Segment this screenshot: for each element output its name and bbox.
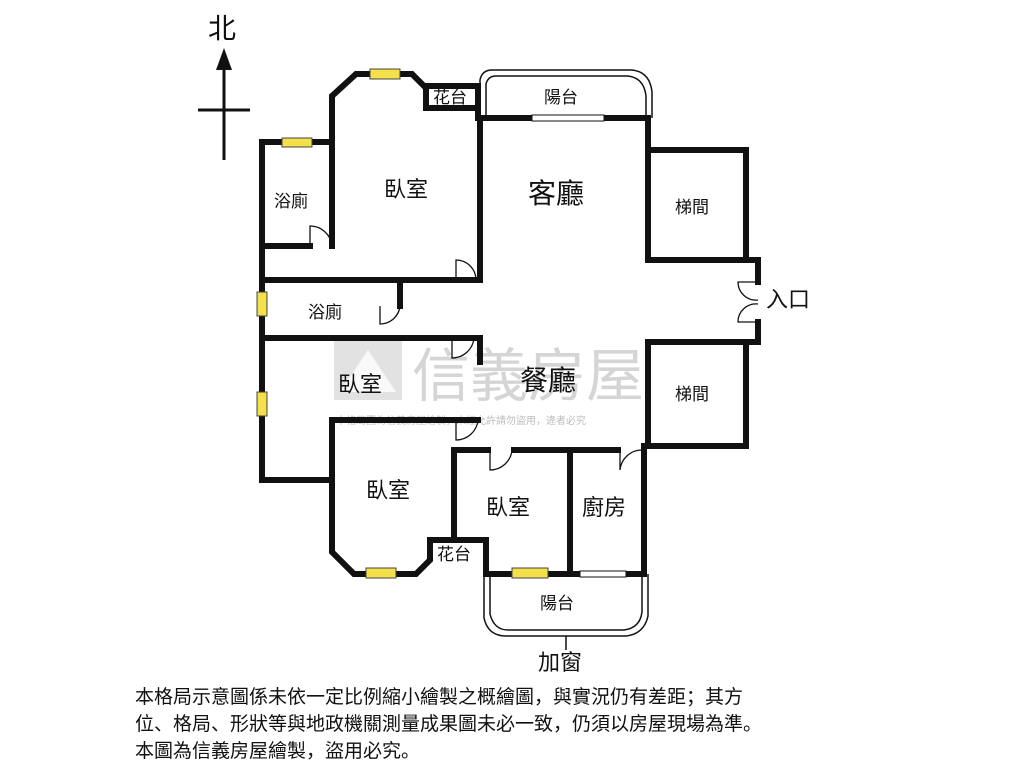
label-flower-bed-bottom: 花台 <box>437 545 471 565</box>
label-dining-room: 餐廳 <box>520 364 576 397</box>
label-living-room: 客廳 <box>528 177 584 210</box>
window-icon <box>511 567 549 579</box>
label-balcony-bottom: 陽台 <box>540 594 574 614</box>
label-bedroom-2: 臥室 <box>338 373 382 398</box>
balcony-bottom-outline <box>483 574 649 650</box>
room-labels: 浴廁 臥室 花台 陽台 客廳 梯間 入口 浴廁 臥室 餐廳 梯間 臥室 臥室 廚… <box>274 88 810 676</box>
window-icon <box>256 391 268 417</box>
label-bedroom-1: 臥室 <box>384 178 428 203</box>
label-entrance: 入口 <box>766 288 810 313</box>
disclaimer-line-1: 本格局示意圖係未依一定比例縮小繪製之概繪圖，與實況仍有差距；其方 <box>135 686 744 708</box>
door-swing-icon <box>455 259 477 281</box>
north-arrow-icon <box>216 48 232 70</box>
window-icon <box>256 291 268 317</box>
walls <box>259 71 761 577</box>
windows <box>256 68 627 579</box>
door-swing-icon <box>451 337 475 359</box>
window-icon <box>281 137 313 148</box>
label-kitchen: 廚房 <box>582 496 626 521</box>
doors <box>309 225 759 471</box>
door-swing-icon <box>737 303 759 323</box>
logo-house-icon <box>340 350 396 392</box>
door-swing-icon <box>309 225 333 247</box>
watermark-brand: 信義房屋 <box>412 342 644 410</box>
door-swing-icon <box>455 419 479 441</box>
label-balcony-top: 陽台 <box>544 88 578 108</box>
label-bedroom-4: 臥室 <box>486 496 530 521</box>
label-stairwell-1: 梯間 <box>675 198 709 218</box>
disclaimer: 本格局示意圖係未依一定比例縮小繪製之概繪圖，與實況仍有差距；其方 位、格局、形狀… <box>135 684 955 765</box>
disclaimer-line-2: 位、格局、形狀等與地政機關測量成果圖未必一致，仍須以房屋現場為準。 <box>135 713 763 735</box>
window-icon <box>369 68 401 80</box>
label-bathroom-1: 浴廁 <box>274 191 308 212</box>
sliding-door-icon <box>579 570 627 578</box>
watermark: 信義房屋 本格局圖為信義房屋繪製，未經允許請勿盜用，違者必究 <box>334 338 644 427</box>
balcony-top-outline <box>479 69 653 118</box>
sliding-door-icon <box>531 114 605 122</box>
label-add-window: 加窗 <box>538 651 582 676</box>
label-bathroom-2: 浴廁 <box>308 302 342 323</box>
door-swing-icon <box>619 449 643 471</box>
compass: 北 <box>198 12 250 160</box>
door-swing-icon <box>379 305 401 325</box>
north-label: 北 <box>208 12 236 45</box>
door-swing-icon <box>737 281 759 301</box>
label-stairwell-2: 梯間 <box>675 385 709 405</box>
disclaimer-line-3: 本圖為信義房屋繪製，盜用必究。 <box>135 740 421 762</box>
label-flower-bed-top: 花台 <box>433 88 467 108</box>
door-swing-icon <box>489 449 513 471</box>
label-bedroom-3: 臥室 <box>366 479 410 504</box>
window-icon <box>365 567 397 579</box>
